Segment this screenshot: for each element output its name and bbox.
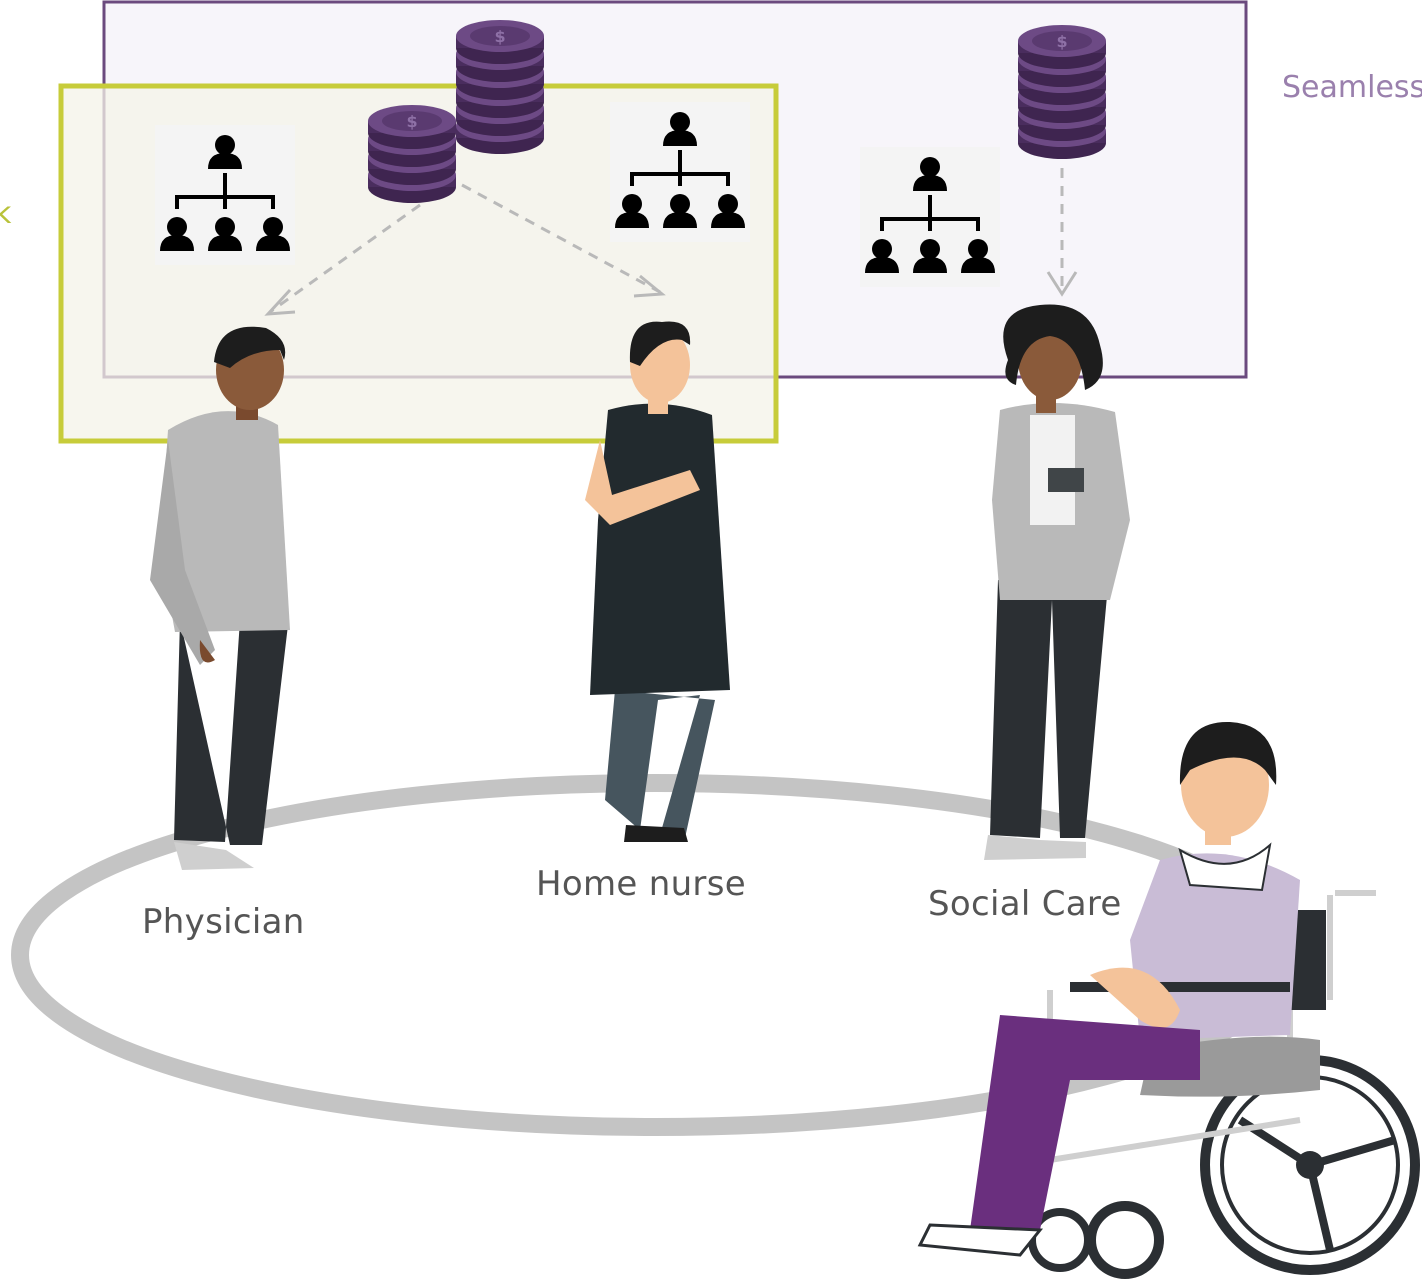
physician-figure-icon (150, 326, 290, 870)
org-chart-icon (155, 125, 295, 265)
org-chart-icon (610, 102, 750, 242)
org-chart-icon (860, 147, 1000, 287)
arrow-head-icon (633, 274, 666, 298)
home-nurse-label: Home nurse (536, 864, 746, 904)
arrow-head-icon (264, 288, 296, 316)
left-cut-label: k (0, 196, 12, 231)
physician-label: Physician (142, 902, 305, 942)
dashed-arrow-icon (269, 203, 421, 314)
dashed-arrow-icon (461, 183, 661, 294)
social-care-figure-icon (984, 304, 1130, 860)
social-care-label: Social Care (928, 884, 1122, 924)
coin-stack-icon (1018, 25, 1106, 159)
arrow-head-icon (1046, 271, 1078, 297)
coin-stack-icon (456, 20, 544, 154)
seamless-label: Seamless (1282, 70, 1422, 105)
coin-stack-icon (368, 105, 456, 203)
home-nurse-figure-icon (585, 321, 730, 842)
wheelchair-user-figure-icon (917, 721, 1420, 1279)
